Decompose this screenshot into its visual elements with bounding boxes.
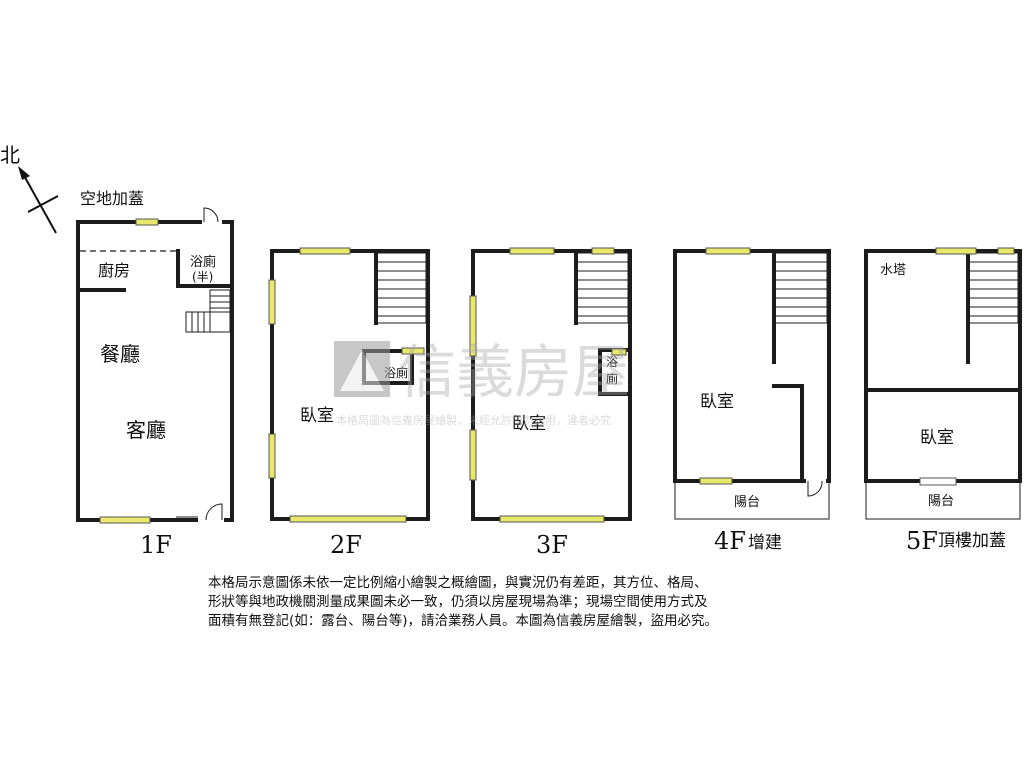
room-label: 廁 (606, 371, 618, 386)
room-label: 臥室 (920, 428, 954, 448)
room-label: (半) (192, 270, 213, 284)
room-label: 臥室 (512, 414, 546, 434)
floor-label-4f-note: 增建 (748, 533, 782, 553)
floor-4f-plan (673, 247, 831, 520)
room-label: 臥室 (300, 406, 334, 426)
room-label: 陽台 (734, 495, 760, 510)
disclaimer-line: 面積有無登記(如：露台、陽台等)，請洽業務人員。本圖為信義房屋繪製，盜用必究。 (208, 613, 719, 629)
room-label: 客廳 (126, 418, 166, 442)
watermark: 信義房屋 本格局圖為信義房屋繪製，未經允許請勿盜用，違者必究 (334, 338, 630, 427)
room-label: 浴廁 (190, 254, 216, 270)
disclaimer-note: 本格局示意圖係未依一定比例縮小繪製之概繪圖，與實況仍有差距，其方位、格局、 形狀… (208, 574, 828, 631)
floor-label-4f: 4F (714, 527, 746, 555)
watermark-sub: 本格局圖為信義房屋繪製，未經允許請勿盜用，違者必究 (336, 413, 611, 427)
room-label: 浴廁 (384, 365, 408, 380)
compass-label: 北 (0, 143, 20, 167)
disclaimer-line: 形狀等與地政機關測量成果圖未必一致，仍須以房屋現場為準；現場空間使用方式及 (208, 594, 708, 610)
floor-2f-plan (268, 247, 430, 523)
floor-label-1f: 1F (140, 531, 172, 559)
north-arrow-icon (18, 166, 59, 234)
room-label: 空地加蓋 (80, 189, 144, 208)
floor-1f-plan (76, 207, 234, 524)
watermark-brand: 信義房屋 (398, 338, 630, 406)
room-label: 陽台 (928, 494, 954, 509)
room-label: 浴 (606, 355, 618, 369)
room-label: 餐廳 (100, 342, 140, 366)
brand-logo-icon (334, 341, 390, 397)
room-label: 廚房 (98, 261, 130, 280)
floor-label-2f: 2F (330, 531, 362, 559)
room-label: 臥室 (700, 392, 734, 412)
room-label: 水塔 (880, 263, 906, 278)
floor-label-5f: 5F (906, 527, 938, 555)
floor-3f-plan (469, 247, 632, 523)
floor-5f-plan (864, 247, 1022, 520)
floor-label-5f-note: 頂樓加蓋 (938, 531, 1006, 551)
disclaimer-line: 本格局示意圖係未依一定比例縮小繪製之概繪圖，與實況仍有差距，其方位、格局、 (208, 575, 708, 591)
floor-label-3f: 3F (536, 531, 568, 559)
